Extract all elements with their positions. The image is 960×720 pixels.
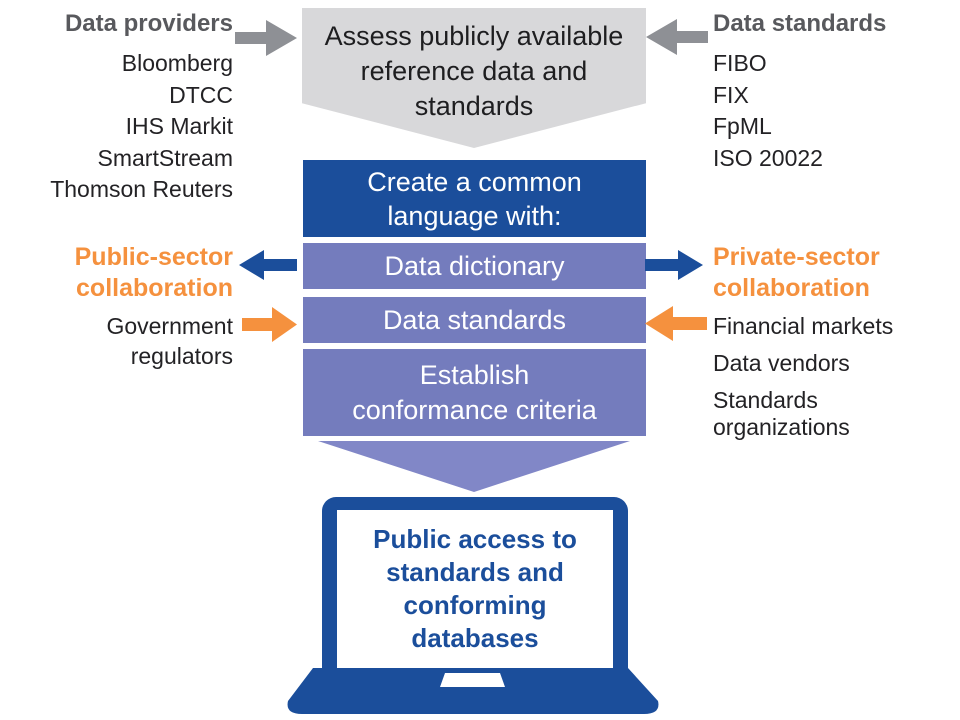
list-item: IHS Markit bbox=[125, 113, 233, 139]
arrow-right-blue-icon bbox=[645, 250, 703, 280]
assess-banner-label: Assess publicly available reference data… bbox=[324, 21, 624, 121]
arrow-right-orange-icon bbox=[242, 307, 297, 342]
create-language-label: Create a common language with: bbox=[367, 166, 582, 231]
list-item: FpML bbox=[713, 113, 772, 139]
list-item: Financial markets bbox=[713, 313, 894, 339]
step-conformance-criteria: Establish conformance criteria bbox=[303, 349, 646, 436]
private-sector-block: Private-sector collaboration Financial m… bbox=[713, 242, 898, 451]
laptop-screen-label: Public access to standards and conformin… bbox=[373, 524, 577, 653]
arrow-right-gray-icon bbox=[235, 20, 297, 56]
private-sector-list: Financial markets Data vendors Standards… bbox=[713, 313, 898, 441]
step-label: Data standards bbox=[382, 305, 567, 335]
private-sector-title: Private-sector collaboration bbox=[713, 243, 880, 302]
step-data-dictionary: Data dictionary bbox=[303, 243, 646, 289]
data-standards-list: FIBO FIX FpML ISO 20022 bbox=[713, 48, 928, 174]
list-item: Thomson Reuters bbox=[50, 176, 233, 202]
arrow-left-blue-icon bbox=[239, 250, 297, 280]
list-item: Standards organizations bbox=[713, 387, 850, 440]
list-item: Bloomberg bbox=[121, 50, 233, 76]
list-item: SmartStream bbox=[97, 144, 233, 171]
assess-banner: Assess publicly available reference data… bbox=[302, 8, 646, 148]
step-label: Establish conformance criteria bbox=[352, 359, 597, 425]
data-providers-list: Bloomberg DTCC IHS Markit SmartStream Th… bbox=[10, 48, 233, 206]
laptop-screen: Public access to standards and conformin… bbox=[337, 510, 613, 668]
arrow-left-orange-icon bbox=[645, 306, 707, 341]
step-data-standards: Data standards bbox=[303, 297, 646, 343]
list-item: Data vendors bbox=[713, 350, 850, 376]
step-label: Data dictionary bbox=[384, 251, 565, 281]
list-item: FIX bbox=[713, 81, 749, 108]
data-providers-block: Data providers Bloomberg DTCC IHS Markit… bbox=[10, 8, 233, 206]
list-item: DTCC bbox=[169, 81, 233, 108]
create-language-box: Create a common language with: bbox=[303, 160, 646, 237]
public-sector-list: Government regulators bbox=[10, 311, 233, 371]
laptop-base-icon bbox=[287, 668, 659, 714]
public-sector-title: Public-sector collaboration bbox=[74, 243, 233, 302]
down-arrow-shape bbox=[318, 441, 630, 492]
list-item: Government regulators bbox=[106, 313, 233, 369]
list-item: ISO 20022 bbox=[713, 144, 823, 171]
laptop-icon: Public access to standards and conformin… bbox=[322, 497, 628, 668]
arrow-left-gray-icon bbox=[646, 19, 708, 55]
public-sector-block: Public-sector collaboration Government r… bbox=[10, 242, 233, 371]
list-item: FIBO bbox=[713, 50, 767, 76]
data-providers-title: Data providers bbox=[64, 10, 233, 37]
data-standards-block: Data standards FIBO FIX FpML ISO 20022 bbox=[713, 8, 928, 174]
data-standards-title: Data standards bbox=[713, 10, 887, 37]
